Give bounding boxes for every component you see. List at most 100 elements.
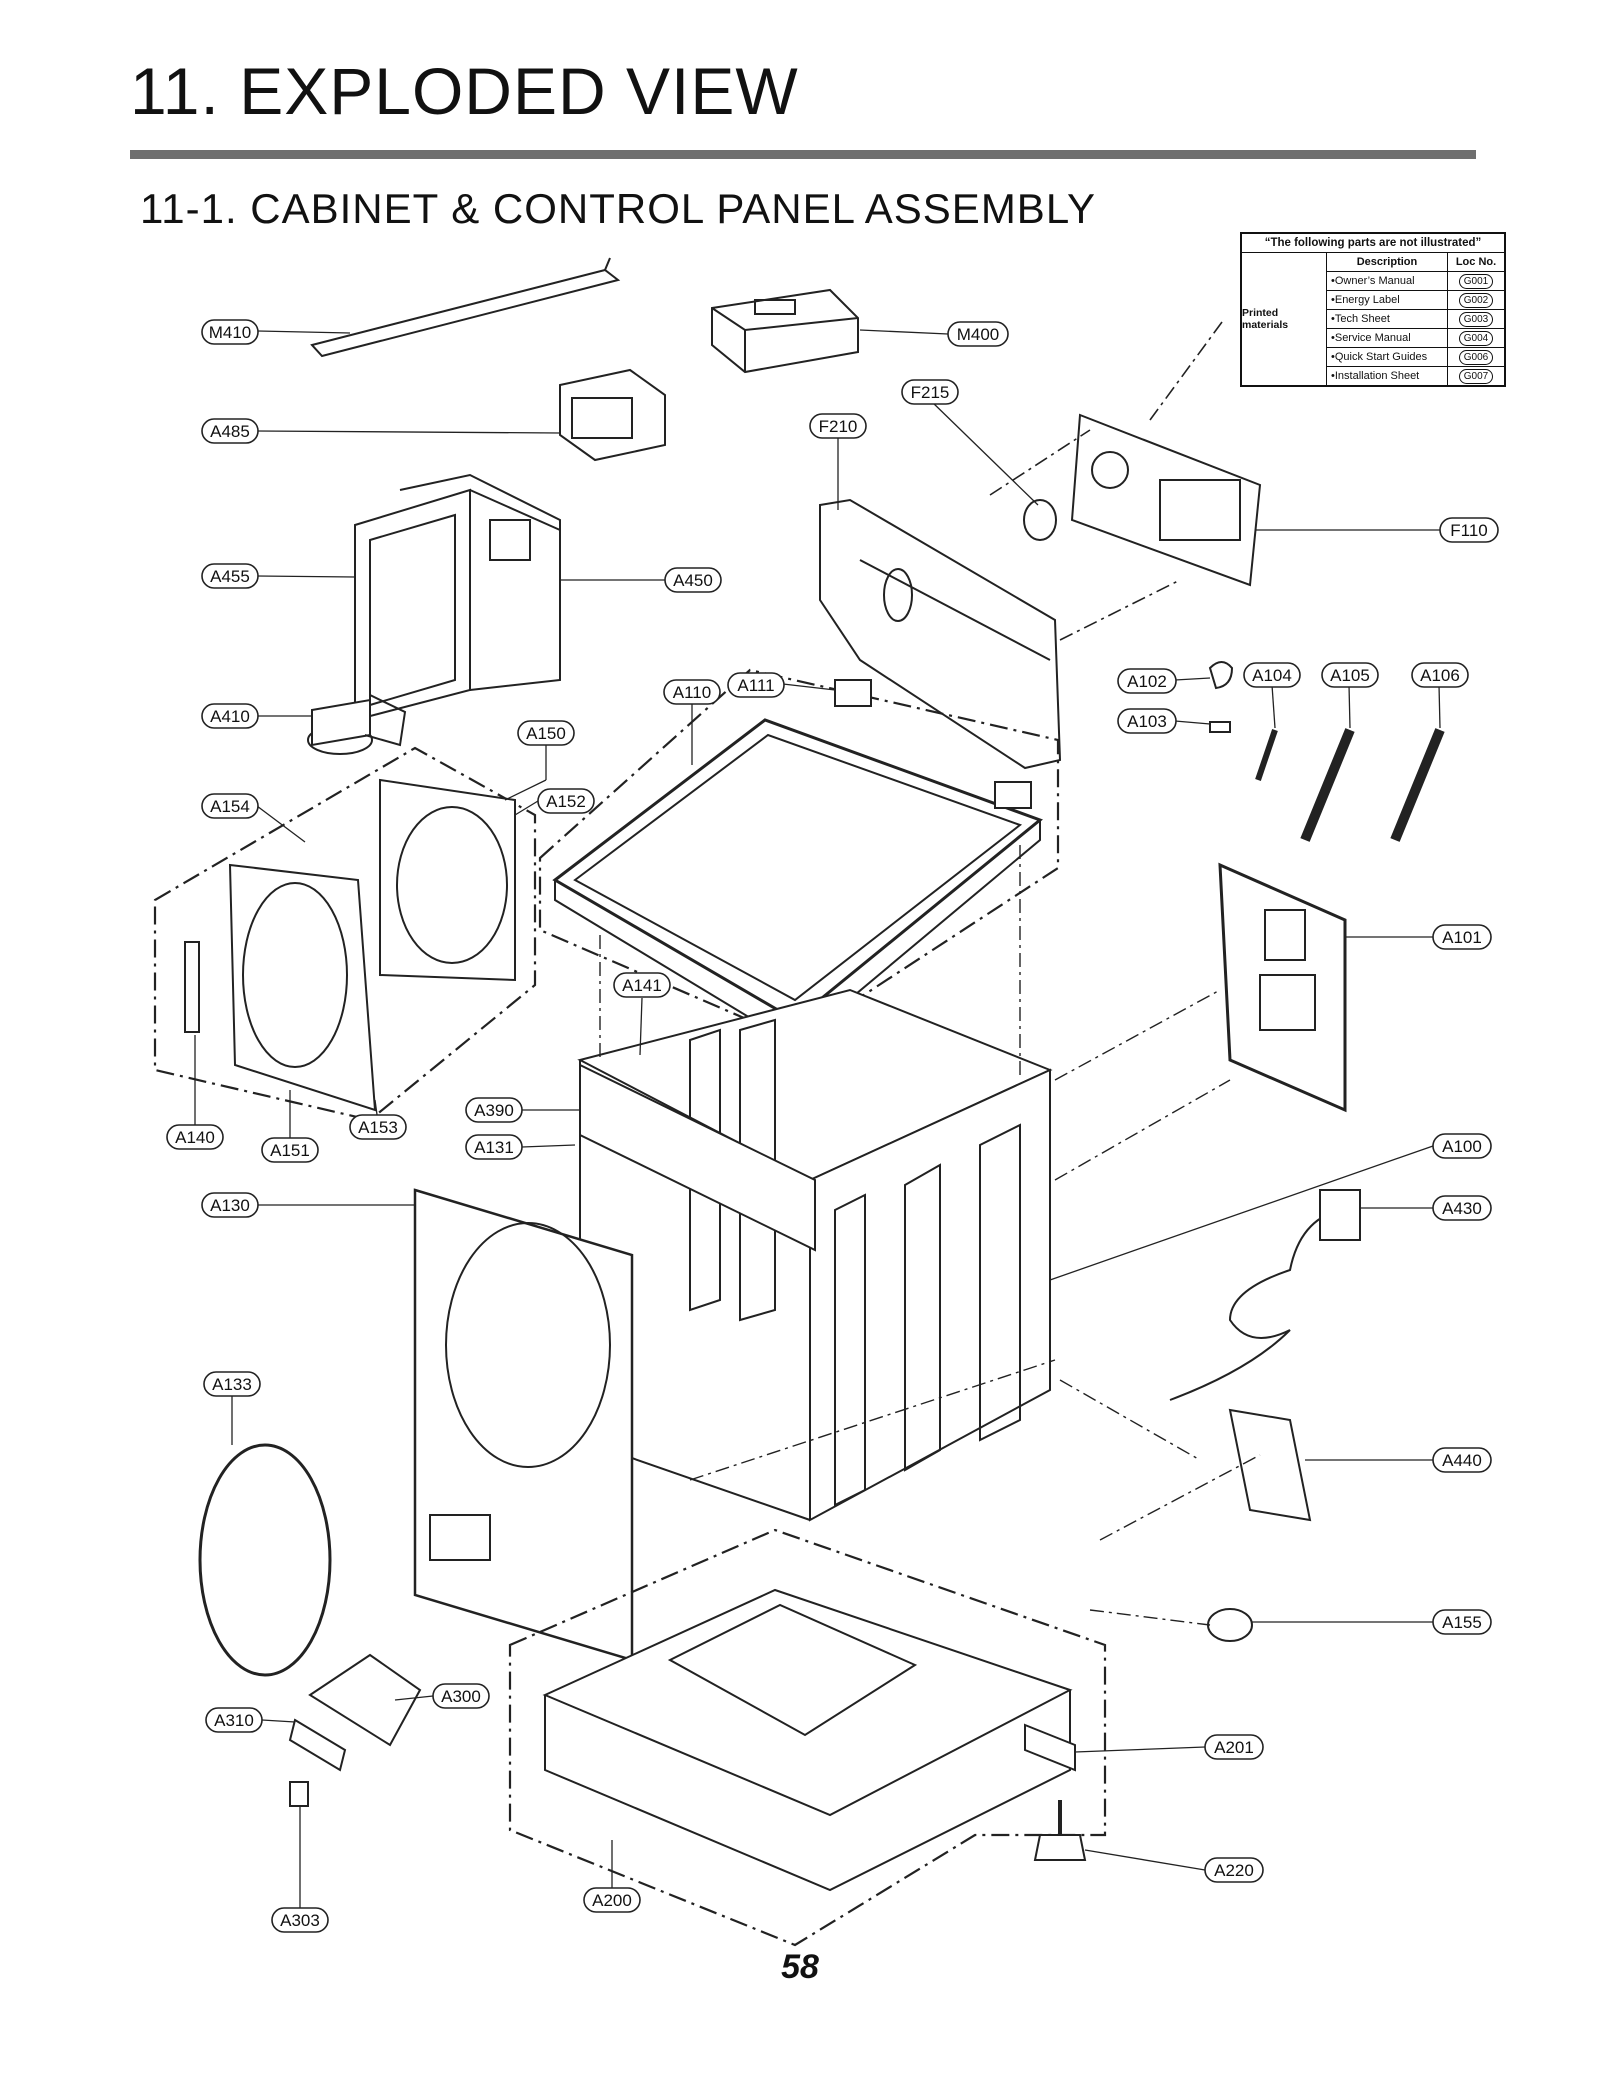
callout-label-a310: A310 (214, 1711, 254, 1730)
callout-label-a130: A130 (210, 1196, 250, 1215)
table-heading: “The following parts are not illustrated… (1242, 234, 1504, 253)
callout-a154 (201, 793, 259, 819)
row-description: •Quick Start Guides (1327, 348, 1448, 366)
callout-label-a300: A300 (441, 1687, 481, 1706)
row-loc: G003 (1458, 311, 1494, 327)
callout-label-a440: A440 (1442, 1451, 1482, 1470)
callout-a310 (205, 1707, 263, 1733)
row-description: •Tech Sheet (1327, 310, 1448, 328)
row-description: •Service Manual (1327, 329, 1448, 347)
callout-label-a141: A141 (622, 976, 662, 995)
callout-a485 (201, 418, 259, 444)
part-a410-pump (307, 694, 407, 755)
callout-a410 (201, 703, 259, 729)
part-a100-cabinet (577, 988, 1053, 1522)
part-f215-knob (1023, 499, 1057, 541)
part-a485-module (559, 368, 666, 462)
part-a133-ring (198, 1443, 332, 1677)
callout-a155 (1432, 1609, 1492, 1635)
callout-label-a154: A154 (210, 797, 250, 816)
part-a130-front-panel (413, 1188, 634, 1662)
callout-label-a153: A153 (358, 1118, 398, 1137)
row-loc: G001 (1458, 273, 1494, 289)
callout-label-a410: A410 (210, 707, 250, 726)
callout-label-a155: A155 (1442, 1613, 1482, 1632)
callout-label-a131: A131 (474, 1138, 514, 1157)
part-a430-cord (1169, 1189, 1361, 1401)
callout-label-a102: A102 (1127, 672, 1167, 691)
callout-label-a101: A101 (1442, 928, 1482, 947)
callout-a110 (663, 679, 721, 705)
part-a155-cap (1207, 1608, 1253, 1642)
callout-label-a110: A110 (673, 683, 711, 702)
callout-label-f215: F215 (911, 383, 950, 402)
callout-m400 (947, 321, 1009, 347)
callout-label-a485: A485 (210, 422, 250, 441)
table-row: •Quick Start Guides G006 (1327, 348, 1504, 367)
table-group-label: Printed materials (1242, 253, 1327, 385)
callout-a152 (537, 788, 595, 814)
table-row: •Service Manual G004 (1327, 329, 1504, 348)
part-a310-hinge (288, 1718, 347, 1772)
callout-a100 (1432, 1133, 1492, 1159)
callout-label-m410: M410 (209, 323, 252, 342)
part-a390-brace (579, 1063, 816, 1252)
part-f110-pcb (1070, 413, 1262, 587)
callout-a430 (1432, 1195, 1492, 1221)
part-a110-top-cover (538, 668, 1060, 1047)
callout-a131 (465, 1134, 523, 1160)
callout-label-a450: A450 (673, 571, 713, 590)
callout-label-f110: F110 (1450, 521, 1488, 540)
callout-a390 (465, 1097, 523, 1123)
part-f210-panel-face (819, 498, 1062, 770)
callout-a130 (201, 1192, 259, 1218)
callout-label-a133: A133 (212, 1375, 252, 1394)
part-a104-damper (1255, 729, 1278, 781)
callout-a303 (271, 1907, 329, 1933)
callout-label-a151: A151 (270, 1141, 310, 1160)
callout-label-a150: A150 (526, 724, 566, 743)
callout-a133 (203, 1371, 261, 1397)
callout-label-a220: A220 (1214, 1861, 1254, 1880)
callout-f110 (1439, 517, 1499, 543)
part-door-group (153, 746, 537, 1122)
callout-label-a201: A201 (1214, 1738, 1254, 1757)
part-a103 (1209, 721, 1231, 733)
callout-a153 (349, 1114, 407, 1140)
column-header-loc: Loc No. (1455, 256, 1497, 268)
callout-label-a105: A105 (1330, 666, 1370, 685)
callout-a101 (1432, 924, 1492, 950)
table-header-row: Description Loc No. (1327, 253, 1504, 272)
callout-a450 (664, 567, 722, 593)
callout-label-a200: A200 (592, 1891, 632, 1910)
table-row: •Tech Sheet G003 (1327, 310, 1504, 329)
part-m400-dispenser (711, 288, 859, 374)
callout-a201 (1204, 1734, 1264, 1760)
row-loc: G002 (1458, 292, 1494, 308)
page-number: 58 (781, 1948, 819, 1986)
part-a303 (289, 1781, 309, 1807)
callout-a102 (1117, 668, 1177, 694)
part-a111-clip (834, 679, 872, 707)
callout-label-a106: A106 (1420, 666, 1460, 685)
title-rule (130, 150, 1476, 159)
row-loc: G007 (1458, 368, 1494, 384)
row-description: •Installation Sheet (1327, 367, 1448, 385)
callout-label-a140: A140 (175, 1128, 215, 1147)
callout-a103 (1117, 708, 1177, 734)
part-a105-damper (1300, 728, 1355, 842)
row-description: •Owner’s Manual (1327, 272, 1448, 290)
callout-f215 (901, 379, 959, 405)
callout-a141 (613, 972, 671, 998)
callout-label-a104: A104 (1252, 666, 1292, 685)
table-row: •Energy Label G002 (1327, 291, 1504, 310)
callout-label-f210: F210 (819, 417, 858, 436)
callout-a150 (517, 720, 575, 746)
callout-a151 (261, 1137, 319, 1163)
callout-a440 (1432, 1447, 1492, 1473)
part-a201-bracket (1024, 1723, 1076, 1772)
callout-a104 (1243, 662, 1301, 688)
page-title: 11. EXPLODED VIEW (130, 54, 799, 128)
part-a455-pcb-box (354, 473, 561, 722)
